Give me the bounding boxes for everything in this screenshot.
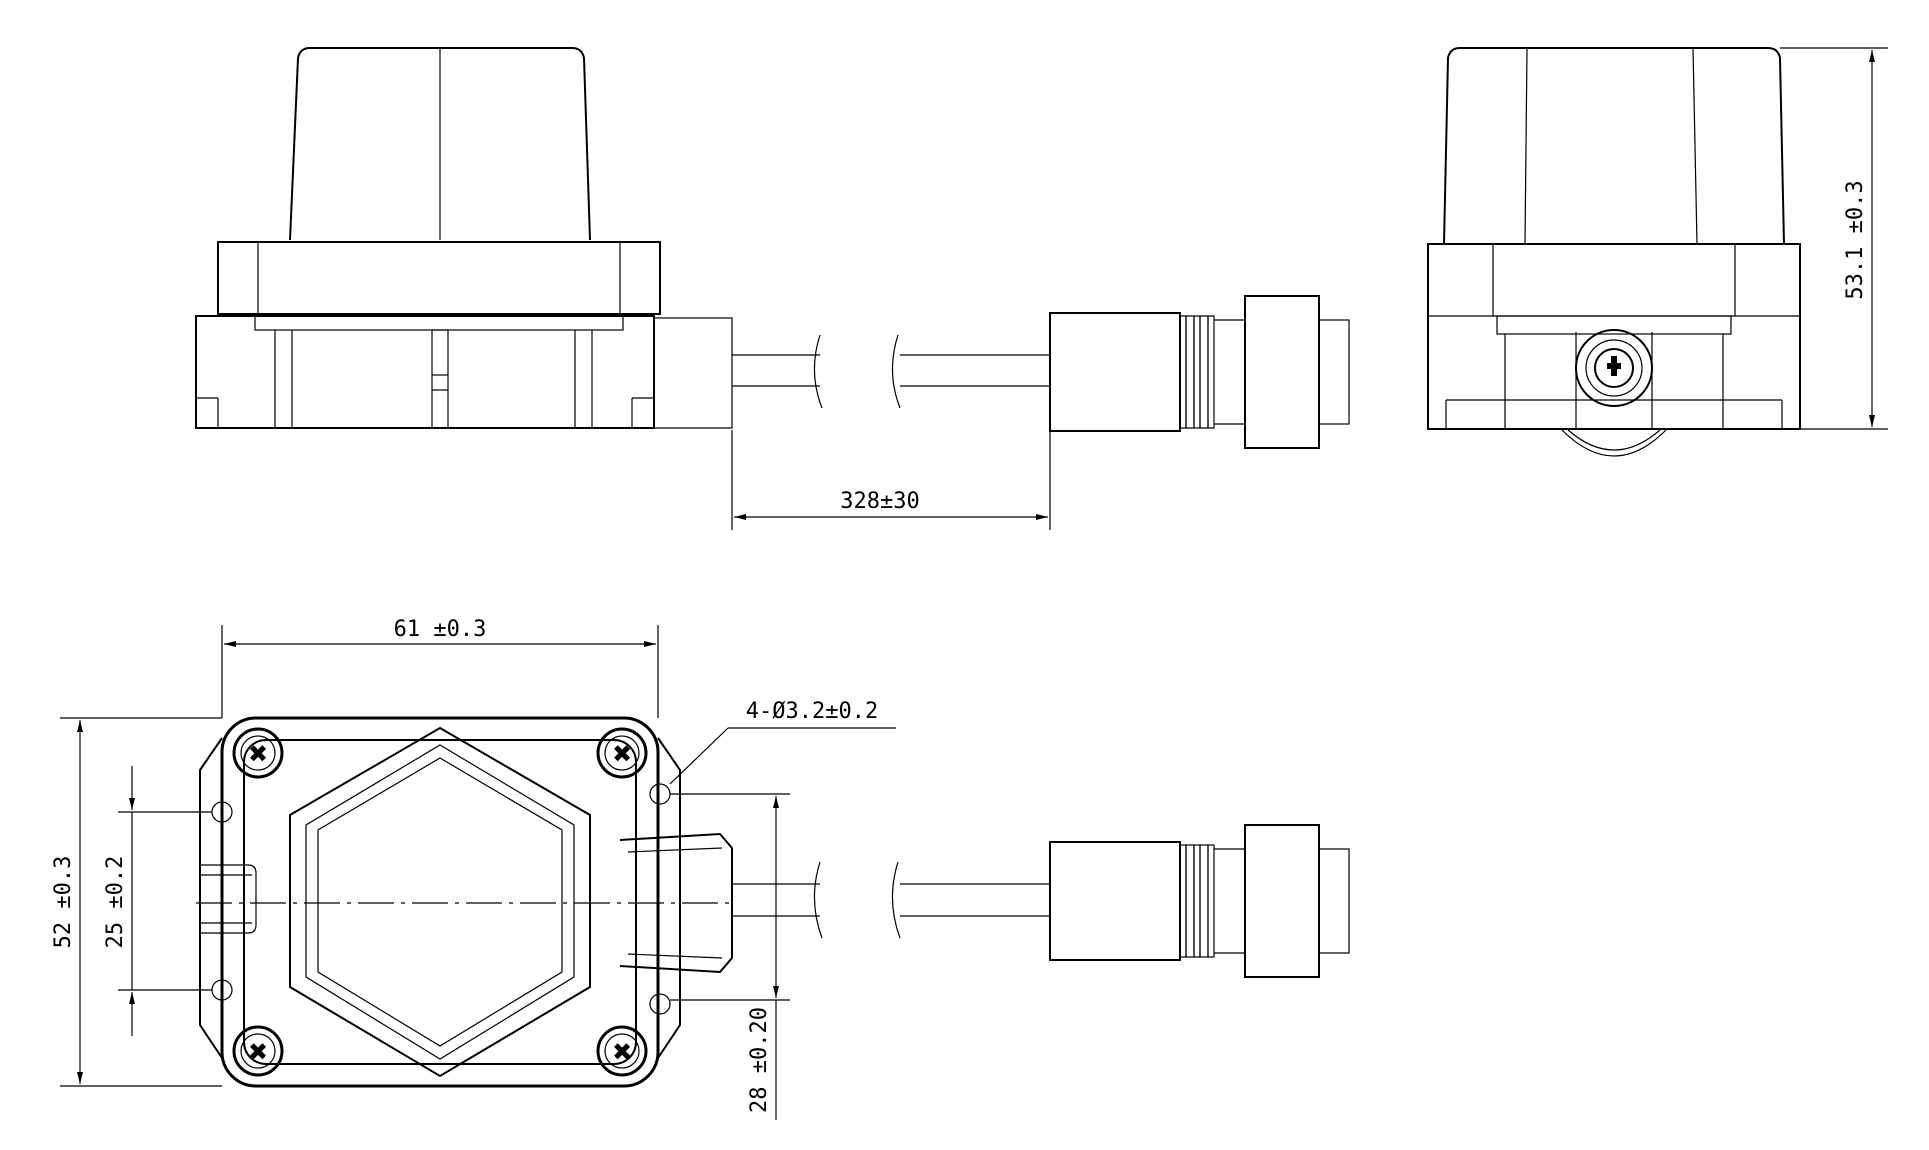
width-dimension: 61 ±0.3	[221, 617, 659, 718]
svg-text:✖: ✖	[612, 740, 632, 768]
front-view	[195, 47, 1350, 449]
width-label: 61 ±0.3	[394, 617, 487, 642]
svg-text:✖: ✖	[248, 740, 268, 768]
center-offset-label: 28 ±0.20	[747, 1007, 772, 1113]
hole-callout: 4-Ø3.2±0.2	[669, 699, 896, 785]
corner-screw-icon: ✖	[596, 1025, 648, 1077]
top-view: ✖ ✖ ✖ ✖	[196, 716, 1350, 1088]
center-offset-dimension: 28 ±0.20	[670, 793, 790, 1120]
svg-text:✖: ✖	[612, 1038, 632, 1066]
hole-callout-label: 4-Ø3.2±0.2	[746, 699, 878, 724]
height-dimension: 53.1 ±0.3	[1780, 47, 1888, 430]
corner-screw-icon: ✖	[596, 727, 648, 779]
corner-screw-icon: ✖	[232, 727, 284, 779]
corner-screw-icon: ✖	[232, 1025, 284, 1077]
side-view	[1427, 47, 1801, 457]
cable-length-label: 328±30	[840, 489, 919, 514]
depth-label: 52 ±0.3	[51, 856, 76, 949]
height-label: 53.1 ±0.3	[1843, 180, 1868, 299]
svg-text:✖: ✖	[248, 1038, 268, 1066]
hole-spacing-label: 25 ±0.2	[103, 856, 128, 949]
cable-length-dimension: 328±30	[731, 430, 1051, 530]
hole-spacing-dimension: 25 ±0.2	[103, 766, 212, 1036]
depth-dimension: 52 ±0.3	[51, 717, 222, 1087]
